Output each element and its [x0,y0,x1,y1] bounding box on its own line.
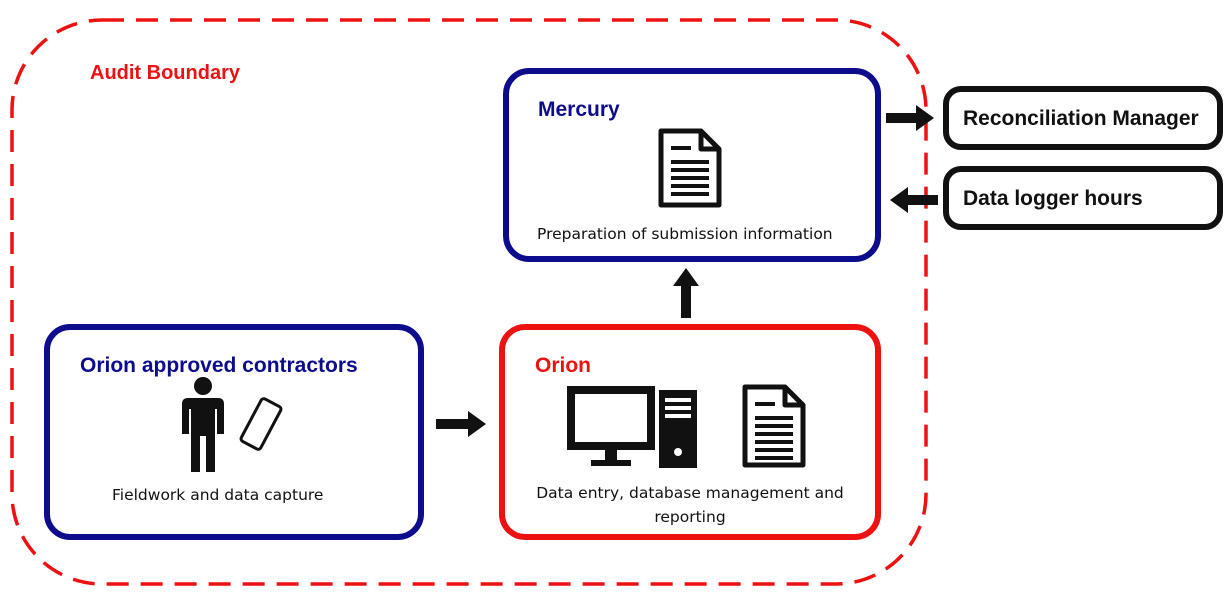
contractors-title: Orion approved contractors [80,354,358,377]
arrow-right-contractors-to-orion [436,411,486,437]
audit-boundary-label: Audit Boundary [90,62,240,84]
audit-boundary-frame [10,18,928,586]
mercury-title: Mercury [538,98,620,121]
data-logger-box: Data logger hours [943,166,1223,230]
document-icon [658,128,722,208]
reconciliation-manager-label: Reconciliation Manager [963,107,1199,130]
mercury-box: Mercury Preparation of submission inform… [503,68,881,262]
arrow-right-to-reconciliation [886,105,934,131]
mercury-caption: Preparation of submission information [537,225,833,243]
orion-caption: Data entry, database management and repo… [505,481,875,529]
contractors-caption: Fieldwork and data capture [112,486,324,504]
orion-caption-line1: Data entry, database management and [536,484,844,502]
person-icon [182,377,224,472]
arrow-left-from-logger [890,187,938,213]
contractors-box: Orion approved contractors Fieldwork and… [44,324,424,540]
document-icon [742,384,806,468]
arrow-up-orion-to-mercury [673,268,699,318]
phone-icon [239,397,283,451]
data-logger-label: Data logger hours [963,187,1143,210]
reconciliation-manager-box: Reconciliation Manager [943,86,1223,150]
computer-icon [567,386,697,468]
orion-box: Orion Data entry, database management an… [499,324,881,540]
orion-title: Orion [535,354,591,377]
orion-caption-line2: reporting [654,508,726,526]
